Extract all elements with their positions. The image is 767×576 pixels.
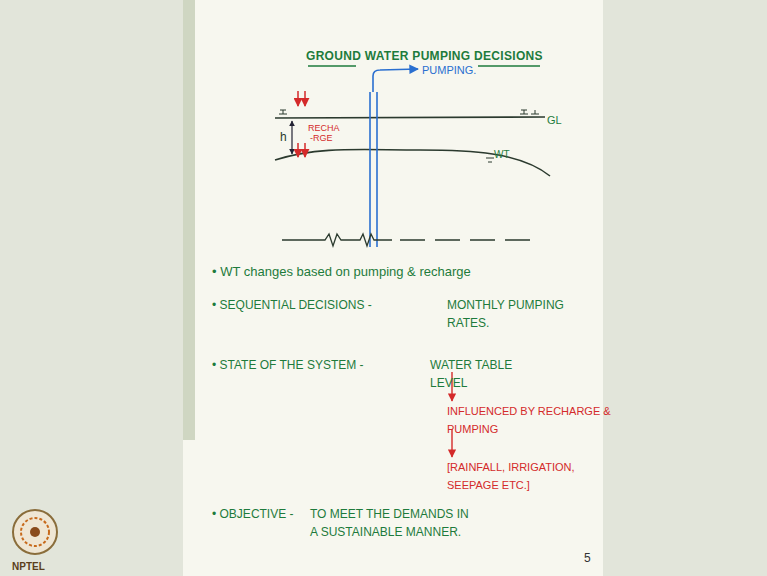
page-number: 5 — [584, 549, 591, 567]
page-edge — [183, 0, 195, 440]
note-text: [RAINFALL, IRRIGATION, SEEPAGE ETC.] — [447, 458, 619, 494]
slide-page — [183, 0, 603, 576]
height-symbol: h — [280, 128, 287, 146]
well-label: PUMPING. — [422, 61, 476, 79]
note-text: INFLUENCED BY RECHARGE & PUMPING — [447, 402, 615, 438]
bullet-text: • STATE OF THE SYSTEM - — [212, 356, 364, 374]
logo-text: NPTEL — [12, 558, 45, 576]
bullet-text: • SEQUENTIAL DECISIONS - — [212, 296, 372, 314]
water-table-label: WT — [494, 146, 510, 164]
bullet-text: WATER TABLE LEVEL — [430, 356, 542, 392]
bullet-text: TO MEET THE DEMANDS IN A SUSTAINABLE MAN… — [310, 505, 470, 541]
bullet-text: • OBJECTIVE - — [212, 505, 294, 523]
bullet-text: MONTHLY PUMPING RATES. — [447, 296, 585, 332]
slide-title: GROUND WATER PUMPING DECISIONS — [306, 47, 543, 65]
bullet-text: • WT changes based on pumping & recharge — [212, 263, 471, 281]
ground-level-label: GL — [547, 111, 562, 129]
recharge-label: -RGE — [310, 129, 333, 147]
